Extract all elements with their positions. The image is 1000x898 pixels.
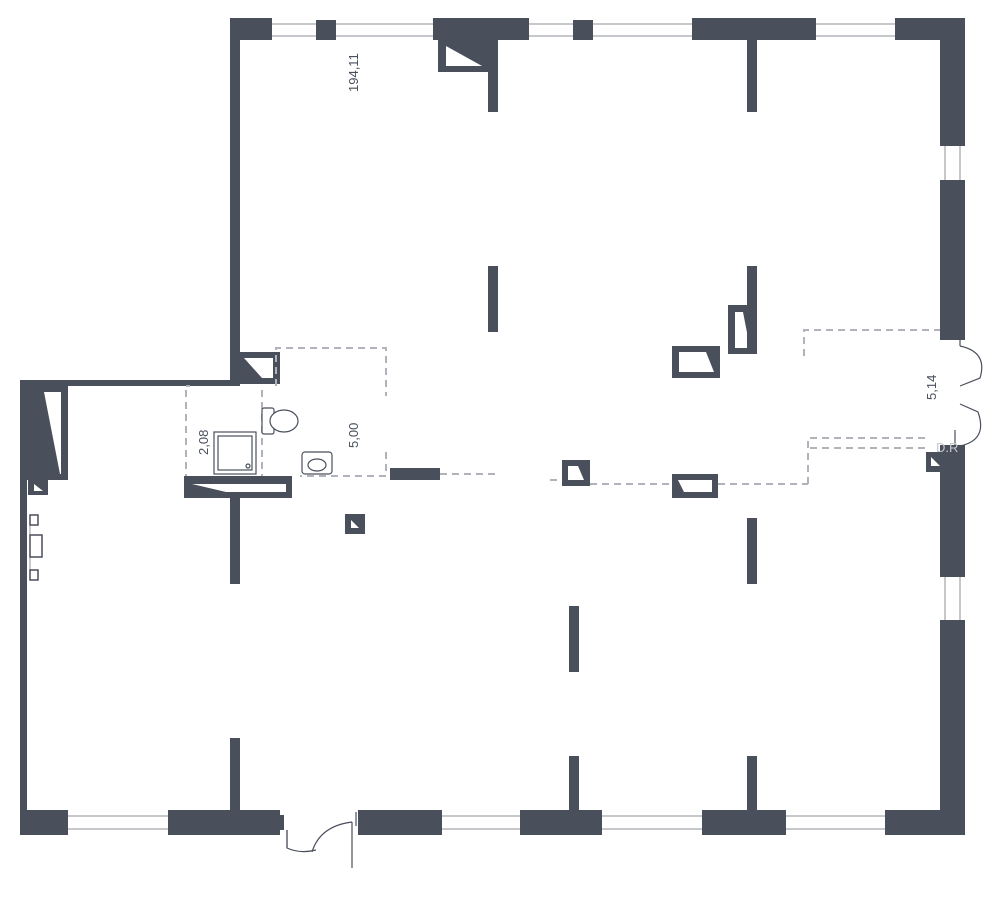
wall-right-1 xyxy=(940,18,965,146)
bath-bottom-wall xyxy=(184,476,292,498)
wall-left-lower xyxy=(20,380,27,835)
watermark-text: D.R xyxy=(936,440,958,455)
column-mid-3 xyxy=(672,346,720,378)
windows xyxy=(29,23,961,830)
entrance-door-right xyxy=(954,340,983,450)
column-center-3 xyxy=(345,514,365,534)
window-left-1 xyxy=(29,514,43,581)
column-step-corner xyxy=(236,352,280,384)
column-low-3 xyxy=(569,606,579,672)
window-top-3 xyxy=(529,23,573,37)
doors xyxy=(286,340,983,868)
dimension-labels: 194,11 5,00 2,08 5,14 D.R xyxy=(196,53,958,455)
column-left-block-fill xyxy=(32,392,60,474)
dashed-corridor xyxy=(440,473,808,485)
column-left-block xyxy=(26,386,68,480)
columns xyxy=(26,40,945,814)
wall-bottom-4 xyxy=(358,810,442,835)
window-right-1 xyxy=(944,146,961,180)
toilet xyxy=(261,407,299,435)
bathroom-fixtures xyxy=(213,407,333,475)
dashed-bathroom-outline xyxy=(275,347,387,477)
window-right-2 xyxy=(944,577,961,620)
column-left-small xyxy=(28,480,48,495)
shower-drain xyxy=(245,463,251,469)
wall-top-3 xyxy=(433,18,529,40)
column-low-2 xyxy=(747,518,757,584)
wall-left-upper xyxy=(230,18,240,384)
window-top-2 xyxy=(336,23,433,37)
entrance-door-bottom xyxy=(286,812,357,868)
dashed-vestibule xyxy=(803,329,940,484)
window-bottom-1 xyxy=(68,815,168,830)
column-right-small xyxy=(926,452,945,472)
label-bath-width: 2,08 xyxy=(196,430,211,455)
column-low-1 xyxy=(230,498,240,584)
column-mid-2-head xyxy=(728,305,757,354)
window-bottom-4 xyxy=(786,815,885,830)
column-low-4 xyxy=(230,738,240,814)
wall-bottom-6 xyxy=(702,810,786,835)
column-top-left-head xyxy=(438,40,498,72)
wall-right-2 xyxy=(940,180,965,340)
window-bottom-2 xyxy=(442,815,520,830)
label-total-area: 194,11 xyxy=(346,53,361,92)
wall-bottom-7 xyxy=(885,810,965,835)
wall-bottom-5 xyxy=(520,810,602,835)
column-top-right xyxy=(747,40,757,112)
outer-walls xyxy=(20,18,965,835)
window-bottom-3 xyxy=(602,815,702,830)
wall-bottom-2 xyxy=(168,810,280,835)
wall-top-2 xyxy=(316,20,336,40)
wall-right-4 xyxy=(940,620,965,835)
window-top-4 xyxy=(593,23,692,37)
window-top-5 xyxy=(816,23,895,37)
wall-top-4 xyxy=(573,20,593,40)
column-top-left xyxy=(488,40,498,112)
label-room-depth: 5,00 xyxy=(346,423,361,448)
column-mid-1 xyxy=(488,266,498,332)
wall-bottom-3 xyxy=(278,815,284,830)
sink xyxy=(301,451,333,475)
label-entrance-width: 5,14 xyxy=(924,375,939,400)
column-center-1 xyxy=(562,460,590,486)
column-center-2 xyxy=(672,474,718,498)
wall-partition xyxy=(390,468,440,480)
wall-top-5 xyxy=(692,18,816,40)
wall-step xyxy=(20,380,240,386)
column-low-5 xyxy=(569,756,579,814)
wall-bottom-1 xyxy=(20,810,68,835)
window-top-1 xyxy=(272,23,316,37)
wall-top-1 xyxy=(230,18,272,40)
column-low-6 xyxy=(747,756,757,814)
